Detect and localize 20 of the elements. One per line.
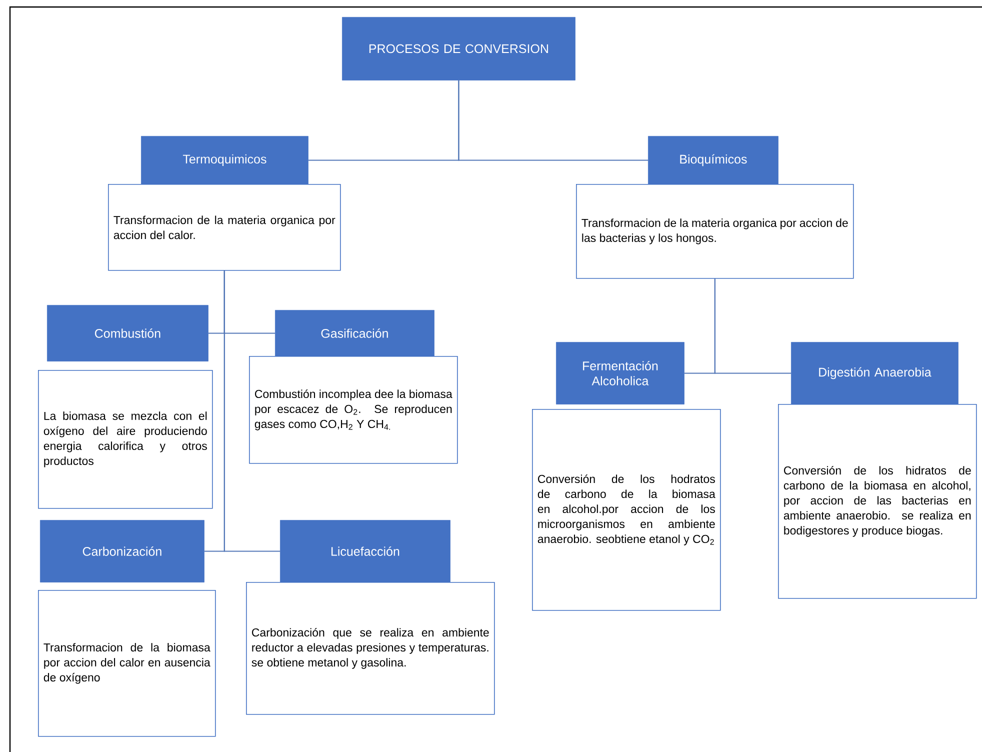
description-box: Transformacion de la materia organica por accion del calor.: [108, 184, 341, 271]
heading-box: Combustión: [47, 305, 208, 362]
description-box: Conversión de los hidratos de carbono de la biomasa en alcohol, por accion de las bacterias en ambiente anaerobio. se realiza en bodigestores y produce biogas.: [778, 404, 977, 599]
description-box: Conversión de los hodratos de carbono de la biomasa en alcohol.por accion de los microorganismos en ambiente anaerobio. seobtiene etanol y CO$_{2}$: [532, 409, 721, 611]
heading-box: Gasificación: [275, 310, 434, 356]
description-box: Combustión incomplea dee la biomasa por escacez de O$_{2}$. Se reproducen gases como CO,H$_{2}$ Y CH$_{4.}$: [249, 356, 458, 464]
description-box: Carbonización que se realiza en ambiente reductor a elevadas presiones y temperaturas. se obtiene metanol y gasolina.: [246, 582, 495, 715]
connector-line: [224, 270, 280, 552]
heading-box: Bioquímicos: [648, 136, 778, 184]
connector-line: [714, 278, 792, 374]
heading-box: Licuefacción: [280, 520, 450, 582]
description-box: Transformacion de la biomasa por accion del calor en ausencia de oxígeno: [38, 590, 216, 737]
description-box: Transformacion de la materia organica por accion de las bacterias y los hongos.: [576, 184, 854, 279]
heading-box: Fermentación Alcoholica: [556, 342, 684, 404]
description-box: La biomasa se mezcla con el oxígeno del aire produciendo energia calorifica y otros productos: [38, 370, 213, 509]
heading-box: PROCESOS DE CONVERSION: [342, 17, 576, 80]
heading-box: Digestión Anaerobia: [791, 342, 958, 404]
connector-line: [458, 80, 648, 161]
heading-box: Carbonización: [40, 520, 204, 582]
heading-box: Termoquimicos: [141, 136, 308, 184]
